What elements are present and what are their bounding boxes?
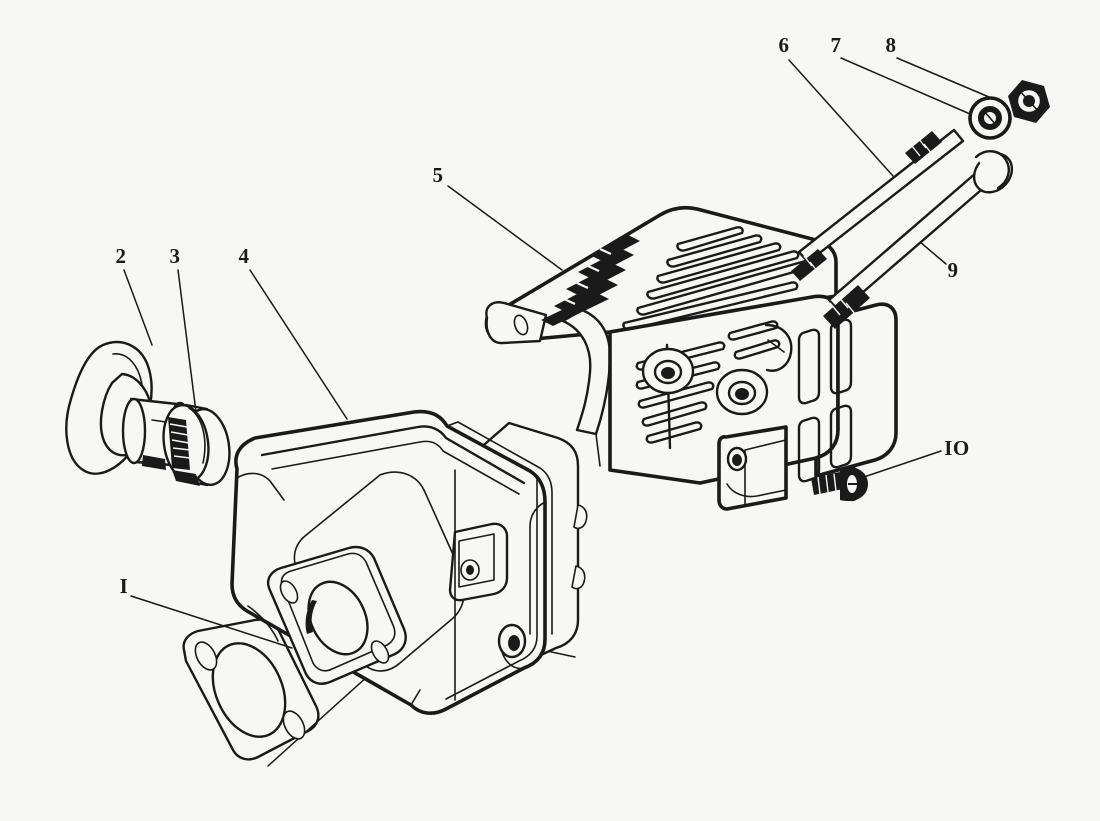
part-heat-shield: [484, 205, 898, 511]
leader-line-8: [896, 57, 997, 101]
hex-nut-highlight: [1017, 88, 1041, 114]
stud-bolt-thread-ticks-lower: [803, 255, 819, 273]
muffler-boss-shadow: [501, 651, 525, 670]
part-hex-flange-bolt: [823, 150, 1014, 329]
part-clamp-ring: [162, 403, 231, 487]
shield-emboss-arc: [764, 323, 793, 372]
screw-thread-ticks: [817, 473, 837, 495]
leader-line-3: [177, 269, 197, 413]
flange-bolt-thread-ticks: [829, 295, 857, 316]
gasket-bolt-hole-right: [282, 710, 306, 740]
clamp-ring-inner-arc: [188, 407, 206, 464]
gasket-center-port: [211, 642, 287, 738]
muffler-flange-inner-rim: [280, 552, 396, 672]
clamp-tail: [172, 470, 200, 486]
shield-bottom-edge: [609, 469, 719, 484]
callout-label-7: 7: [831, 33, 842, 57]
callout-label-10: IO: [944, 436, 970, 460]
leader-line-2: [123, 269, 153, 346]
lock-washer-split: [982, 109, 998, 127]
muffler-right-rim: [445, 470, 538, 700]
shield-arm-bottom: [595, 433, 601, 467]
gasket-bolt-hole-left: [194, 641, 218, 671]
shield-boss-lower-hole: [735, 388, 749, 400]
part-exhaust-gasket: [182, 618, 320, 761]
stud-bolt-thread-lower: [791, 249, 827, 281]
muffler-top-right-edge: [446, 421, 553, 635]
muffler-right-tab-upper: [573, 504, 588, 530]
muffler-bottom-edge-detail: [410, 689, 421, 706]
arrestor-spout-base-ellipse: [121, 397, 147, 465]
muffler-outlet-port: [307, 580, 369, 656]
shield-top-louvre-notches: [563, 247, 612, 306]
part-muffler-body: [230, 409, 588, 715]
shield-front-louvres: [635, 320, 781, 444]
muffler-flange-bolt-hole-left: [279, 580, 299, 604]
leader-line-6: [788, 59, 894, 177]
part-lock-washer: [968, 96, 1012, 140]
muffler-right-tab-lower: [571, 565, 586, 590]
part-hex-nut: [1008, 80, 1050, 123]
stud-bolt-thread-upper: [905, 131, 942, 164]
leader-line-1: [130, 595, 293, 649]
callout-label-4: 4: [239, 244, 250, 268]
leader-line-7: [840, 57, 978, 118]
stud-bolt-thread-ticks-upper: [911, 137, 933, 157]
muffler-side-plate-inner: [458, 533, 495, 588]
muffler-bottom-left-contour: [247, 605, 279, 642]
shield-emboss-tick: [767, 339, 785, 353]
muffler-flange-bolt-hole-right: [370, 640, 390, 664]
muffler-top-seam-2: [271, 440, 520, 495]
callout-label-1: I: [120, 574, 129, 598]
muffler-rim-inner: [529, 501, 546, 635]
shield-bracket-hole-dark: [732, 454, 742, 466]
callout-label-6: 6: [779, 33, 790, 57]
shield-bracket-bottom-contour: [726, 483, 787, 498]
leader-line-5: [447, 185, 563, 271]
callout-numbers: I 2 3 4 5 6 7 8 9 IO: [116, 33, 970, 598]
leader-line-10: [851, 450, 942, 482]
shield-boss-upper-hole: [661, 367, 675, 379]
leader-line-4: [249, 269, 348, 420]
callout-label-5: 5: [433, 163, 444, 187]
callout-label-3: 3: [170, 244, 181, 268]
callout-label-2: 2: [116, 244, 127, 268]
muffler-side-plate: [448, 522, 509, 602]
callout-label-9: 9: [948, 258, 959, 282]
arrestor-tab-lower: [142, 455, 166, 470]
shield-right-wall: [814, 302, 898, 478]
part-flange-head-screw: [811, 466, 868, 502]
callout-label-8: 8: [886, 33, 897, 57]
muffler-side-plate-screw-slot: [466, 565, 474, 575]
gasket-outer-body: [182, 618, 320, 761]
shield-left-tab-slot: [513, 314, 529, 336]
muffler-outlet-shadow: [305, 600, 317, 634]
muffler-mount-boss-hole: [508, 635, 520, 651]
clamp-worm-teeth: [169, 423, 191, 459]
muffler-left-contour: [236, 472, 285, 501]
muffler-front-panel: [293, 471, 466, 672]
shield-top-louvre-group-left: [541, 235, 640, 326]
part-long-stud-bolt: [791, 128, 965, 281]
muffler-top-seam-1: [260, 425, 526, 485]
flange-bolt-head-flange: [974, 150, 1010, 190]
